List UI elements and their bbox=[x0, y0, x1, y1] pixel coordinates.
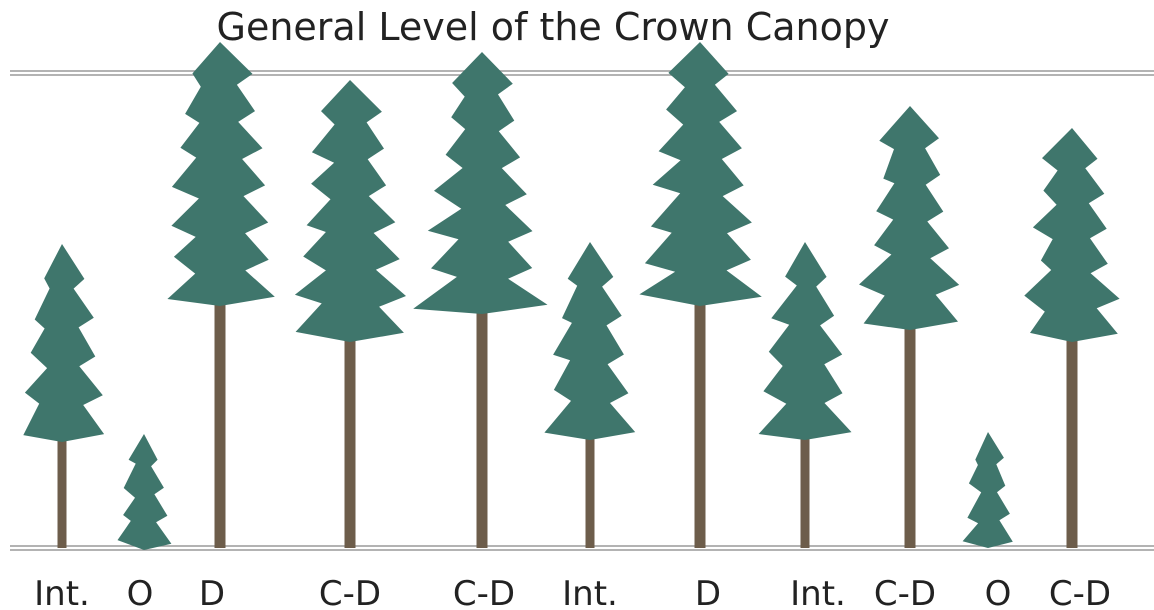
tree-3 bbox=[167, 42, 275, 548]
tree-crown bbox=[23, 244, 105, 442]
tree-crown bbox=[167, 42, 275, 306]
tree-trunk bbox=[904, 306, 916, 548]
crown-class-label: Int. bbox=[562, 574, 618, 610]
tree-trunk bbox=[694, 282, 706, 548]
tree-crown bbox=[962, 432, 1013, 548]
diagram-title: General Level of the Crown Canopy bbox=[217, 5, 890, 49]
tree-crown bbox=[413, 52, 548, 314]
tree-crown bbox=[859, 106, 960, 330]
tree-9 bbox=[859, 106, 960, 548]
tree-8 bbox=[758, 242, 852, 548]
tree-crown bbox=[1024, 128, 1120, 342]
tree-trunk bbox=[214, 282, 226, 548]
crown-class-label: C-D bbox=[1049, 574, 1111, 610]
tree-2 bbox=[117, 434, 172, 550]
tree-crown bbox=[639, 42, 762, 306]
crown-class-label: Int. bbox=[790, 574, 846, 610]
crown-class-label: C-D bbox=[453, 574, 515, 610]
crown-class-label: O bbox=[985, 574, 1012, 610]
tree-4 bbox=[294, 80, 406, 548]
tree-crown bbox=[117, 434, 172, 550]
tree-trunk bbox=[585, 416, 595, 548]
tree-7 bbox=[639, 42, 762, 548]
crown-class-label: Int. bbox=[34, 574, 90, 610]
ground-line bbox=[10, 545, 1154, 551]
tree-11 bbox=[1024, 128, 1120, 548]
tree-trunk bbox=[344, 318, 356, 548]
tree-trunk bbox=[476, 290, 488, 548]
tree-5 bbox=[413, 52, 548, 548]
crown-class-label: C-D bbox=[874, 574, 936, 610]
tree-crown bbox=[544, 242, 636, 440]
tree-crown bbox=[294, 80, 406, 342]
tree-1 bbox=[23, 244, 105, 548]
crown-class-label: C-D bbox=[319, 574, 381, 610]
tree-trunk bbox=[800, 416, 810, 548]
crown-class-labels: Int. O D C-D C-D Int. D Int. C-D O C-D bbox=[34, 574, 1111, 610]
tree-6 bbox=[544, 242, 636, 548]
canopy-level-line bbox=[10, 70, 1154, 76]
crown-class-label: D bbox=[199, 574, 225, 610]
crown-class-label: D bbox=[695, 574, 721, 610]
trees-group bbox=[23, 42, 1120, 550]
tree-trunk bbox=[57, 418, 67, 548]
tree-trunk bbox=[1066, 318, 1078, 548]
tree-crown bbox=[758, 242, 852, 440]
tree-10 bbox=[962, 432, 1013, 548]
crown-class-label: O bbox=[127, 574, 154, 610]
